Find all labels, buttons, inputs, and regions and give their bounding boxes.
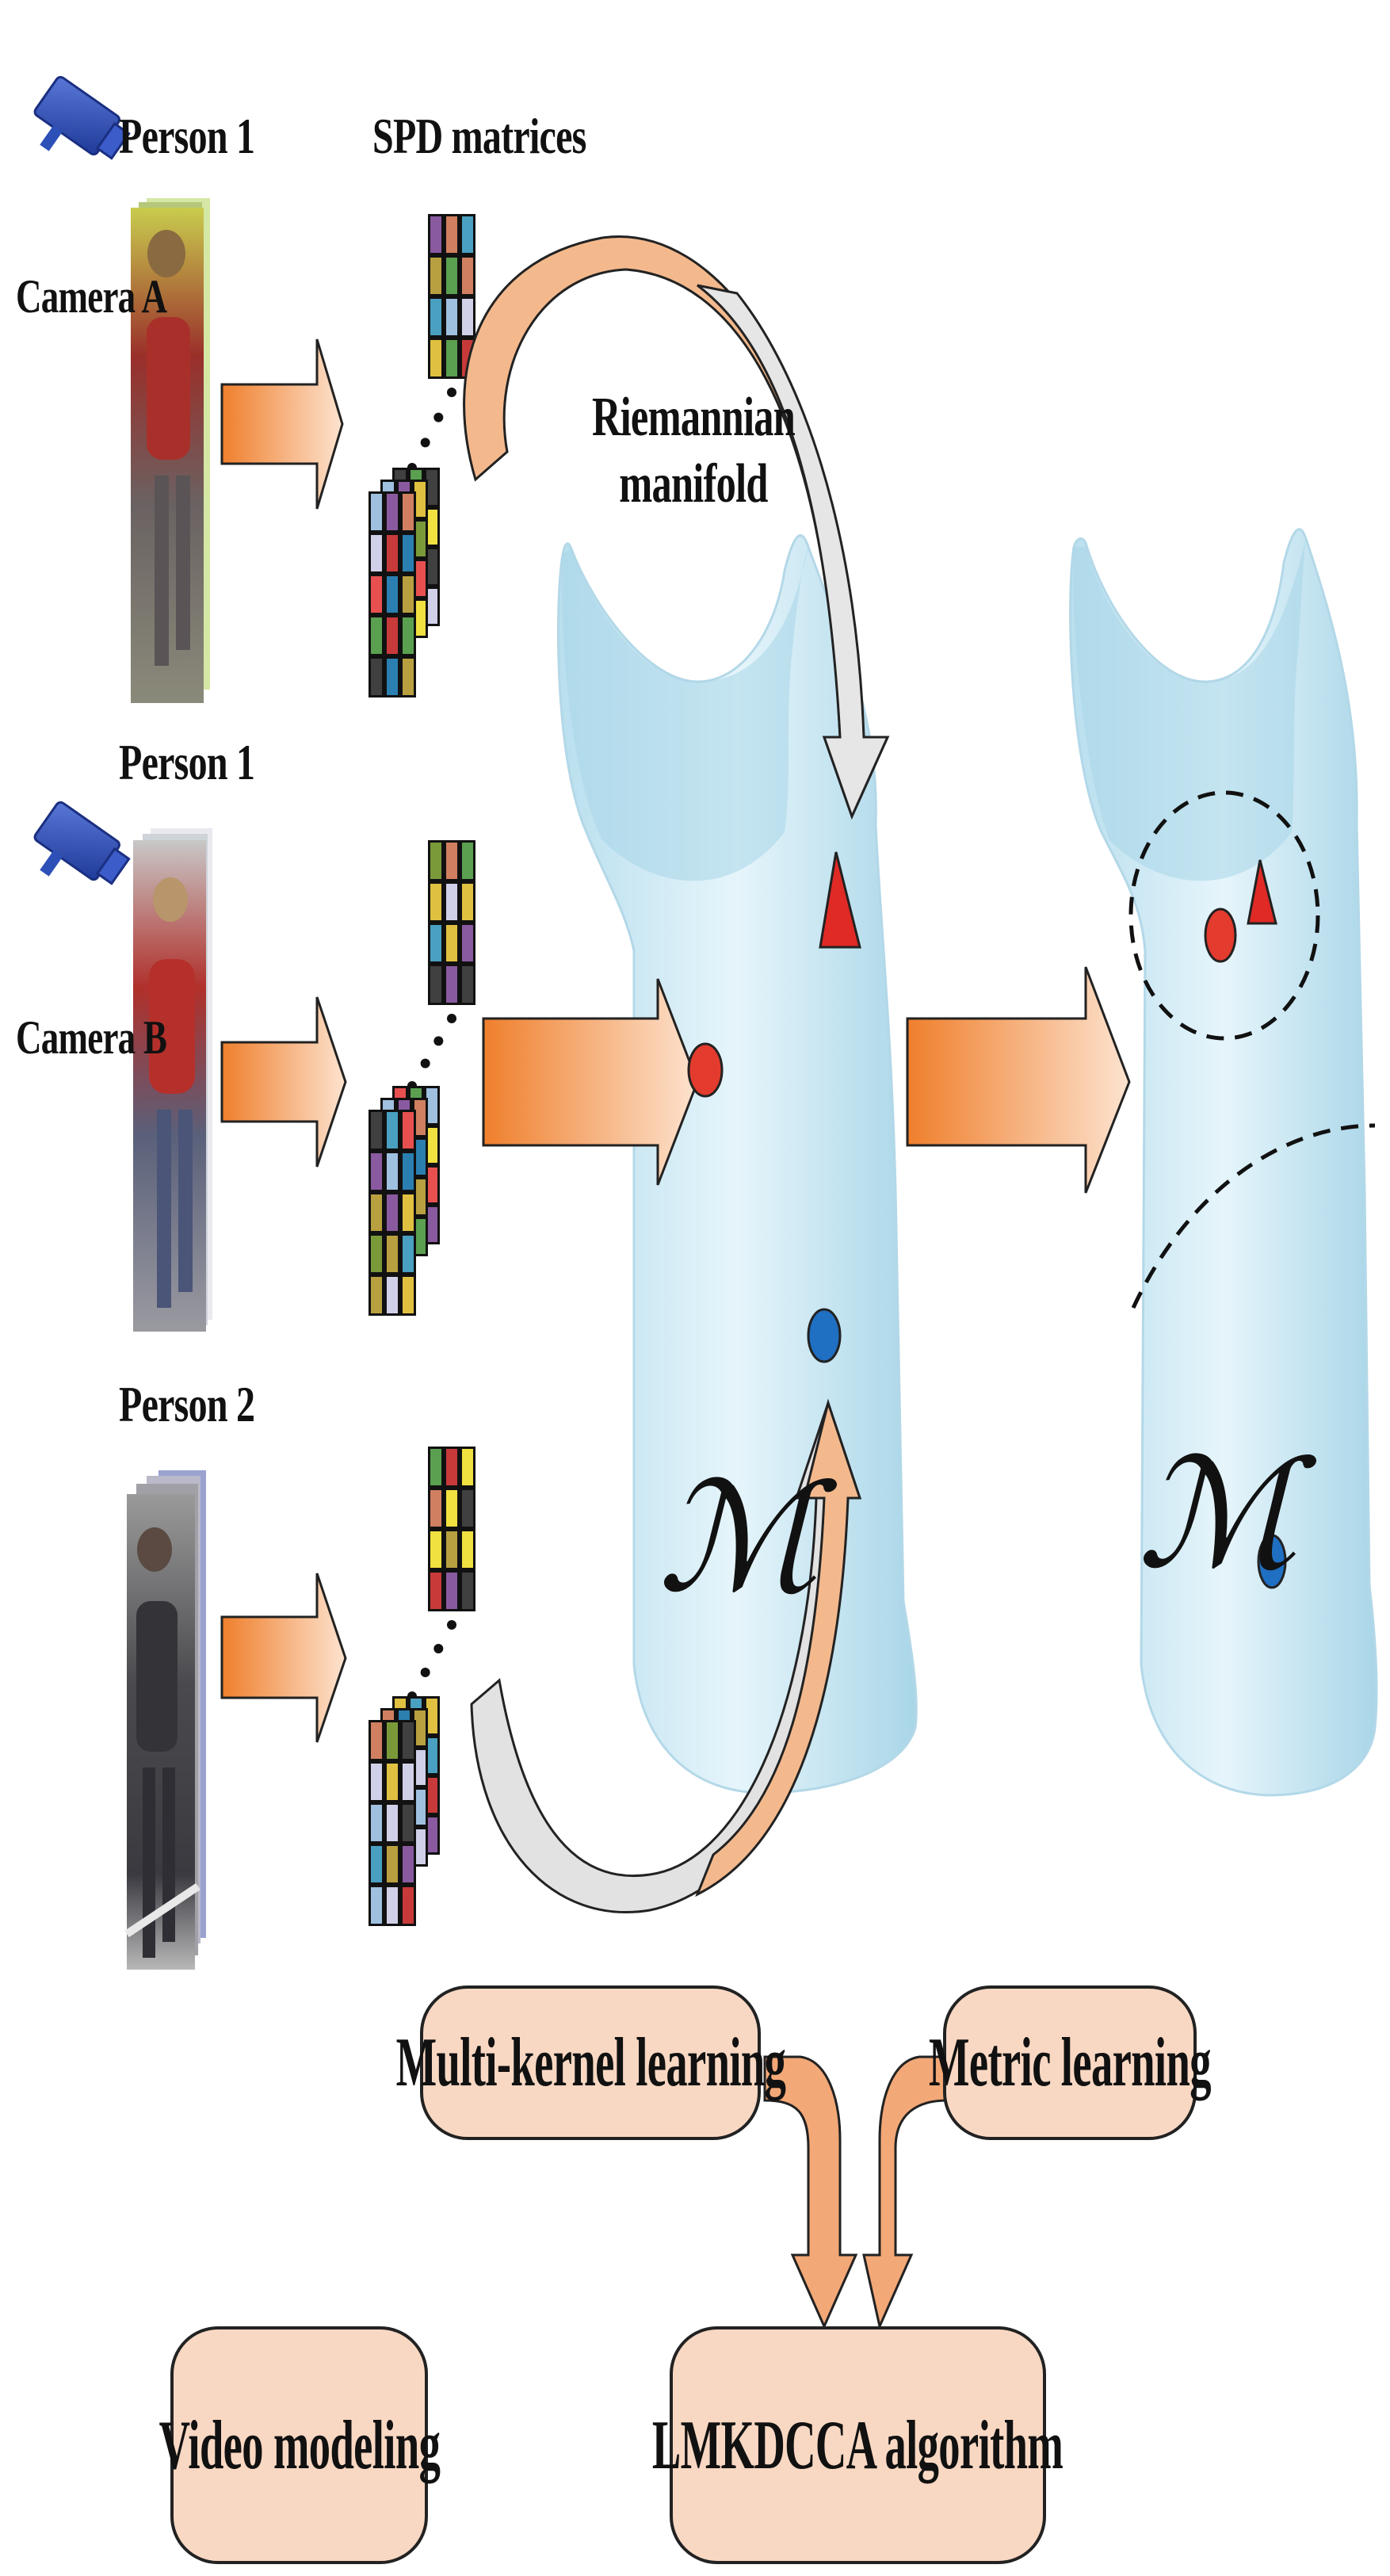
arrow-spd-to-manifold (482, 978, 699, 1186)
person-2-label: Person 2 (119, 1376, 255, 1432)
red-point-right (1204, 908, 1237, 963)
lmkdcca-algorithm-box: LMKDCCA algorithm (652, 2326, 1064, 2564)
riemannian-label-line1: Riemannian (591, 387, 796, 448)
blue-point-left (807, 1308, 842, 1363)
riemannian-manifold-label: Riemannian manifold (579, 384, 808, 518)
metric-learning-box: Metric learning (929, 1986, 1212, 2140)
triangle-point-left (819, 851, 861, 949)
blue-point-right (1257, 1534, 1287, 1589)
manifold-symbol-left: ℳ (658, 1450, 819, 1626)
camera-a-icon (33, 75, 131, 160)
decision-boundary (1131, 1123, 1376, 1309)
red-point-left (687, 1042, 724, 1098)
arrow-multikernel-to-lmkdcca (763, 2055, 858, 2329)
spd-matrices-label: SPD matrices (372, 108, 586, 164)
spd-matrices-group-2 (369, 840, 475, 1316)
camera-a-label: Camera A (16, 270, 167, 323)
person-1-label-b: Person 1 (119, 734, 255, 790)
arrow-manifold-to-learned-space (906, 966, 1131, 1194)
riemannian-manifold-right (1069, 528, 1378, 1797)
person-1-label-a: Person 1 (119, 108, 255, 164)
multi-kernel-learning-box: Multi-kernel learning (395, 1986, 785, 2140)
curved-arrow-to-triangle (463, 235, 890, 820)
camera-b-label: Camera B (16, 1011, 167, 1064)
arrow-person1a-to-spd (220, 338, 344, 510)
video-modeling-box: Video modeling (158, 2326, 440, 2564)
video-modeling-text: Video modeling (158, 2406, 440, 2484)
lmkdcca-algorithm-text: LMKDCCA algorithm (652, 2406, 1064, 2484)
person-2-image (124, 1470, 206, 1970)
multi-kernel-learning-text: Multi-kernel learning (395, 2024, 785, 2101)
arrow-metric-to-lmkdcca (862, 2055, 949, 2330)
riemannian-label-line2: manifold (619, 453, 768, 514)
triangle-point-right (1247, 859, 1277, 925)
curved-arrow-to-blue-point (470, 1398, 862, 1914)
arrow-person1b-to-spd (220, 996, 347, 1168)
cluster-circle (1128, 790, 1320, 1041)
person-1-camera-b-image (133, 828, 212, 1332)
metric-learning-text: Metric learning (929, 2024, 1211, 2101)
spd-matrices-group-3 (369, 1447, 475, 1926)
spd-matrices-group-1 (369, 214, 475, 698)
manifold-symbol-right: ℳ (1137, 1427, 1299, 1602)
camera-b-icon (33, 801, 131, 885)
person-1-camera-a-image (131, 198, 210, 703)
arrow-person2-to-spd (220, 1573, 347, 1743)
